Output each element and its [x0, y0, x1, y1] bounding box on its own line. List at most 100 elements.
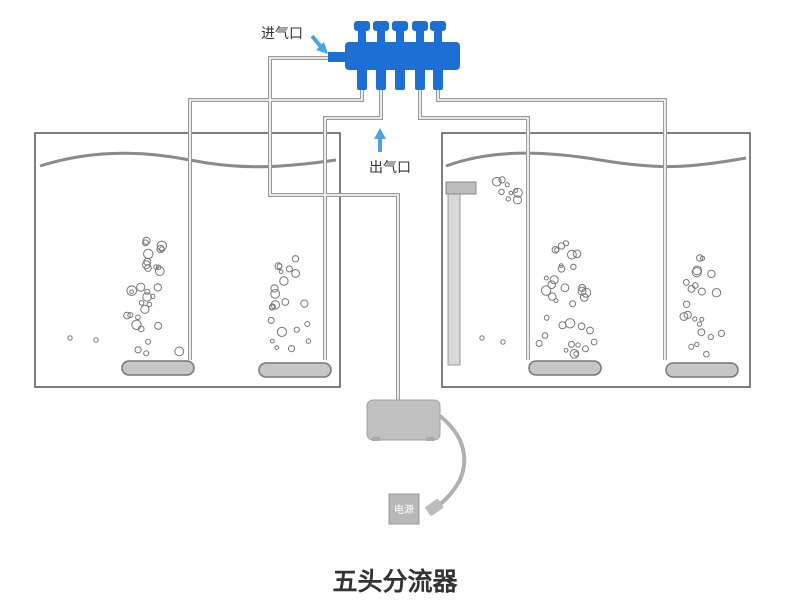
bubble	[512, 195, 523, 205]
bubble	[540, 285, 552, 296]
bubble	[136, 282, 146, 292]
power-source: 电源	[388, 493, 420, 525]
valve-cap	[412, 21, 428, 31]
bubble	[572, 249, 582, 259]
air-pump-body	[366, 399, 441, 441]
bubble	[567, 249, 577, 260]
bubble	[679, 312, 689, 321]
bubble	[127, 312, 134, 319]
bubble	[150, 293, 156, 299]
valve-stem	[358, 30, 366, 44]
air-tubes-highlight	[189, 57, 666, 400]
bubble	[505, 196, 511, 202]
bubble	[535, 340, 543, 347]
outlet-tube-1	[188, 88, 364, 360]
power-source-label: 电源	[394, 503, 414, 516]
bubble	[142, 236, 151, 245]
outlet-nozzle	[376, 68, 386, 90]
air-stones	[121, 360, 739, 378]
bubble	[568, 340, 575, 348]
bubble	[154, 321, 163, 330]
plug-icon	[425, 499, 444, 516]
bubble	[707, 333, 714, 341]
bubble	[291, 269, 301, 278]
bubble	[304, 321, 311, 327]
bubble	[575, 342, 581, 348]
bubble	[140, 304, 150, 314]
bubble	[508, 190, 514, 196]
inlet-arrow-icon	[310, 34, 328, 54]
bubble	[145, 338, 152, 345]
bubble	[543, 275, 549, 281]
bubble	[293, 326, 300, 333]
bubble	[123, 311, 131, 320]
bubble	[142, 292, 152, 302]
bubble	[697, 321, 703, 327]
bubble	[563, 347, 569, 353]
air-stone-3	[528, 360, 602, 376]
bubble	[267, 316, 275, 324]
bubble	[549, 275, 559, 285]
bubble	[270, 289, 281, 299]
bubble	[142, 239, 149, 247]
bubble	[305, 338, 311, 344]
bubble	[683, 310, 692, 319]
bubble	[697, 287, 706, 296]
right-water-surface	[445, 151, 747, 169]
bubble	[569, 300, 577, 308]
bubble	[146, 301, 153, 308]
bubble	[174, 346, 185, 357]
bubble	[562, 240, 570, 247]
diagram-caption: 五头分流器	[332, 567, 458, 596]
bubble	[500, 339, 506, 345]
bubble	[479, 335, 485, 341]
bubble	[586, 326, 594, 335]
bubbles	[67, 176, 726, 359]
bubble	[156, 240, 168, 252]
bubble	[692, 316, 698, 322]
air-outlet-label: 出气口	[369, 160, 411, 176]
right-tank-outline	[441, 132, 751, 388]
valve-cap	[430, 21, 446, 31]
bubble	[578, 284, 587, 292]
inlet-tube	[268, 56, 400, 400]
bubble	[573, 351, 579, 357]
bubble	[93, 337, 99, 343]
bubble	[67, 335, 73, 341]
outlet-tube-3	[418, 88, 530, 360]
air-stone-4	[665, 362, 739, 378]
outlet-nozzle	[433, 68, 443, 90]
bubble	[492, 176, 502, 187]
bubble	[590, 338, 598, 346]
bubble	[143, 350, 150, 357]
bubble	[541, 332, 549, 339]
outlet-nozzle	[395, 68, 405, 90]
bubble	[577, 322, 586, 331]
bubble	[553, 298, 559, 304]
five-way-splitter	[328, 21, 460, 90]
bubble	[570, 263, 577, 270]
valve-stem	[416, 30, 424, 44]
bubble	[143, 257, 152, 266]
outlet-nozzle	[415, 68, 425, 90]
bubble	[697, 328, 706, 337]
bubble	[711, 288, 722, 298]
bubble	[144, 288, 151, 295]
valve-cap	[392, 21, 408, 31]
bubble	[699, 255, 706, 261]
air-inlet-label: 进气口	[261, 26, 303, 42]
bubble	[564, 318, 576, 329]
bubble	[129, 289, 135, 295]
bubble	[278, 269, 284, 275]
bubble	[134, 346, 142, 354]
bubble	[547, 280, 557, 290]
bubble	[579, 293, 589, 302]
bubble	[281, 298, 290, 306]
bubble	[504, 182, 510, 188]
splitter-body	[345, 42, 460, 70]
bubble	[269, 303, 276, 311]
bubble	[131, 319, 142, 330]
bubble	[285, 265, 293, 273]
bubble	[498, 188, 505, 196]
